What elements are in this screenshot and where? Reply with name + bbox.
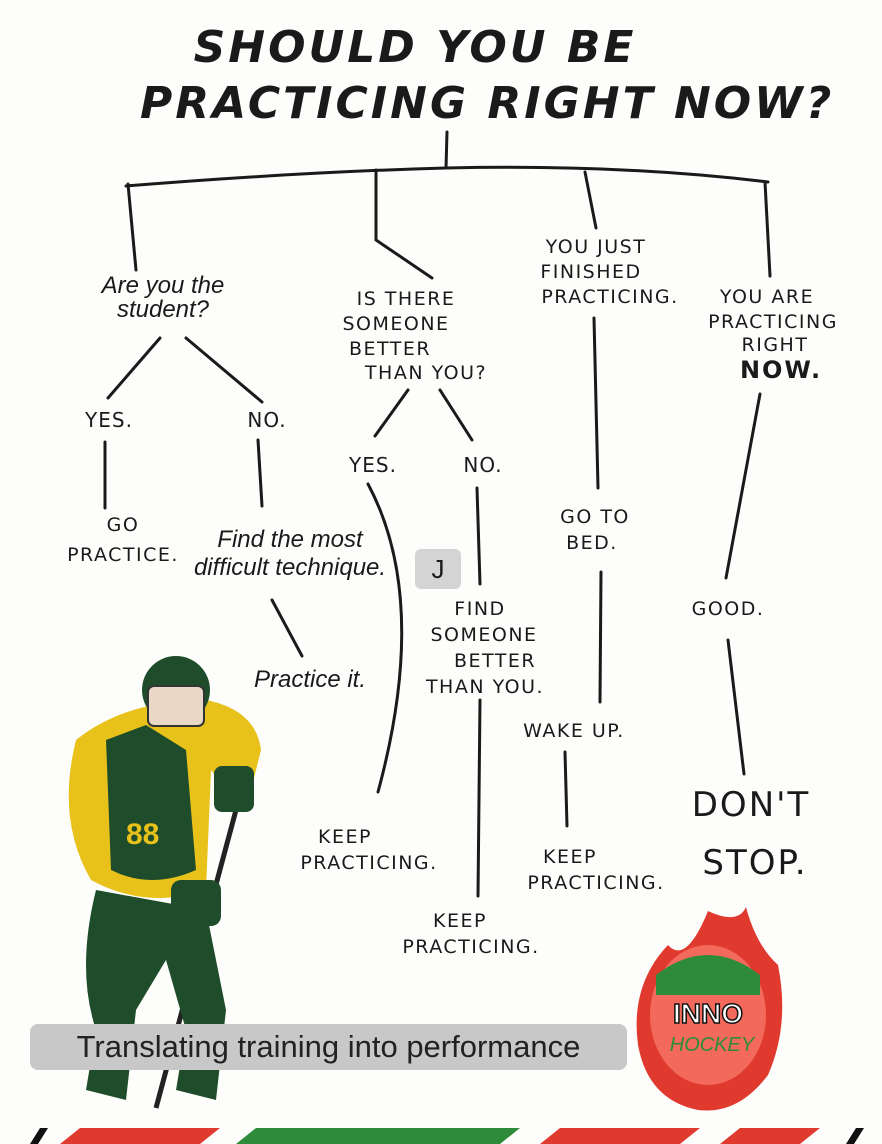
wake-up-label: WAKE UP.	[523, 720, 625, 742]
player-face-cage	[147, 685, 205, 727]
keep-practicing-1-line-2: PRACTICING.	[300, 852, 438, 874]
practice-it-label: Practice it.	[253, 666, 367, 693]
now-question-line-4: NOW.	[739, 356, 823, 384]
player-jersey-panel	[106, 725, 196, 880]
now-question-line-3: RIGHT	[741, 334, 809, 356]
better-question-line-4: THAN YOU?	[364, 362, 488, 384]
go-practice-line-1: GO	[106, 514, 140, 536]
student-yes-label: YES.	[85, 408, 133, 432]
player-glove-right	[214, 766, 254, 812]
now-question-line-1: YOU ARE	[719, 286, 815, 308]
now-question-line-2: PRACTICING	[708, 311, 838, 333]
student-question-line-2: student?	[116, 296, 210, 323]
jersey-number: 88	[126, 818, 159, 851]
student-no-label: NO.	[247, 408, 287, 432]
player-glove-left	[171, 880, 221, 926]
find-someone-line-1: FIND	[454, 598, 506, 620]
title-line-1: SHOULD YOU BE	[193, 22, 637, 73]
better-question-line-2: SOMEONE	[342, 313, 450, 335]
find-someone-line-3: BETTER	[453, 650, 537, 672]
keep-practicing-2-line-2: PRACTICING.	[402, 936, 540, 958]
logo-text-line-1: INNO	[673, 998, 743, 1029]
dont-stop-line-2: STOP.	[702, 843, 808, 883]
finished-question-line-3: PRACTICING.	[541, 286, 679, 308]
logo-green-band	[656, 955, 760, 995]
difficult-technique-line-2: difficult technique.	[193, 554, 387, 581]
finished-question-line-1: YOU JUST	[545, 236, 647, 258]
find-someone-line-2: SOMEONE	[430, 624, 538, 646]
keep-practicing-3-line-1: KEEP	[543, 846, 597, 868]
caption-banner: Translating training into performance	[30, 1024, 627, 1070]
better-question-line-3: BETTER	[348, 338, 432, 360]
keep-practicing-2-line-1: KEEP	[433, 910, 487, 932]
inno-hockey-logo: INNO HOCKEY	[636, 907, 783, 1111]
go-to-bed-line-2: BED.	[566, 532, 618, 554]
better-no-label: NO.	[463, 453, 503, 477]
brand-stripe	[30, 1128, 864, 1144]
difficult-technique-line-1: Find the most	[217, 526, 363, 553]
text-cursor-chip: J	[415, 549, 461, 589]
go-to-bed-line-1: GO TO	[560, 506, 630, 528]
title-line-2: PRACTICING RIGHT NOW?	[140, 78, 835, 129]
better-question-line-1: IS THERE	[356, 288, 456, 310]
dont-stop-line-1: DON'T	[691, 785, 811, 825]
student-question-line-1: Are you the	[101, 272, 225, 299]
better-yes-label: YES.	[349, 453, 397, 477]
good-label: GOOD.	[691, 598, 765, 620]
keep-practicing-1-line-1: KEEP	[318, 826, 372, 848]
keep-practicing-3-line-2: PRACTICING.	[527, 872, 665, 894]
find-someone-line-4: THAN YOU.	[425, 676, 545, 698]
go-practice-line-2: PRACTICE.	[67, 544, 179, 566]
logo-text-line-2: HOCKEY	[670, 1034, 756, 1056]
finished-question-line-2: FINISHED	[540, 261, 642, 283]
